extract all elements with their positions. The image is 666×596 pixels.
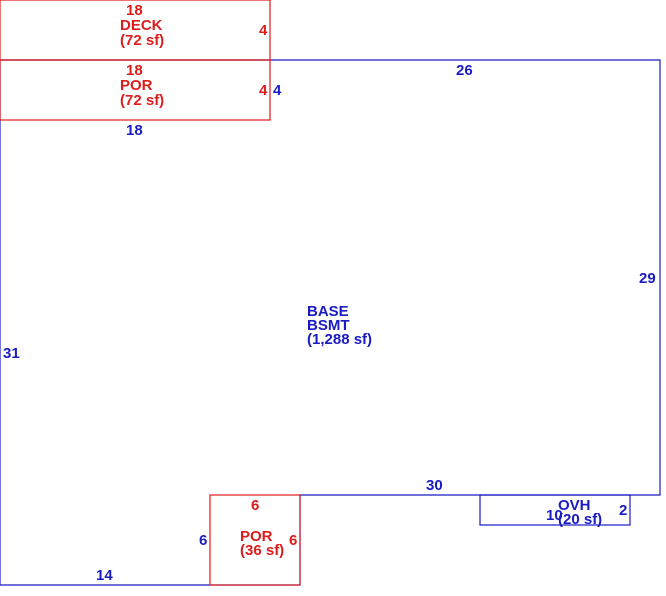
por-top-top-dimension: 18 xyxy=(126,62,143,79)
por-bottom-top-dimension: 6 xyxy=(251,497,259,514)
por-bottom-left-dimension: 6 xyxy=(199,532,207,549)
por-top-area: (72 sf) xyxy=(120,92,164,109)
por-bottom-right-dimension: 6 xyxy=(289,532,297,549)
base-inner-bottom-dimension: 30 xyxy=(426,477,443,494)
ovh-name: OVH xyxy=(558,497,591,514)
deck-name: DECK xyxy=(120,17,163,34)
base-left-dimension: 31 xyxy=(3,345,20,362)
por-bottom-outline xyxy=(209,494,301,586)
deck-top-dimension: 18 xyxy=(126,2,143,19)
base-top-dimension: 26 xyxy=(456,62,473,79)
base-bottom-dimension: 14 xyxy=(96,567,113,584)
base-upper-left-width-dimension: 18 xyxy=(126,122,143,139)
ovh-right-dimension: 2 xyxy=(619,502,627,519)
por-top-outline xyxy=(0,59,271,121)
por-bottom-name: POR xyxy=(240,528,273,545)
deck-area: (72 sf) xyxy=(120,32,164,49)
por-top-right-dimension: 4 xyxy=(259,82,268,99)
ovh-outline xyxy=(479,494,631,526)
base-area: (1,288 sf) xyxy=(307,331,372,348)
base-upper-left-height-dimension: 4 xyxy=(273,82,282,99)
base-name: BASE xyxy=(307,303,349,320)
deck-right-dimension: 4 xyxy=(259,22,268,39)
por-bottom-area: (36 sf) xyxy=(240,542,284,559)
ovh-area: (20 sf) xyxy=(558,511,602,528)
base-right-dimension: 29 xyxy=(639,270,656,287)
ovh-width-dimension: 10 xyxy=(546,507,563,524)
por-top-name: POR xyxy=(120,77,153,94)
base-sub-name: BSMT xyxy=(307,317,350,334)
